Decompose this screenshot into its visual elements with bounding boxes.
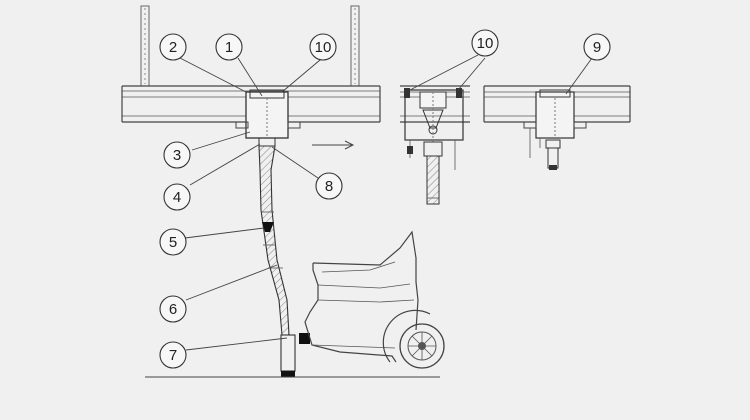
callout-label-7: 7 <box>169 347 177 364</box>
callout-label-3: 3 <box>173 147 181 164</box>
hose-middle <box>423 141 443 205</box>
callout-3: 3 <box>163 141 191 169</box>
callout-10-middle: 10 <box>471 29 499 57</box>
callout-6: 6 <box>159 295 187 323</box>
hose-left <box>258 145 290 336</box>
callout-label-2: 2 <box>169 39 177 56</box>
callout-label-5: 5 <box>169 234 177 251</box>
callout-1: 1 <box>215 33 243 61</box>
callout-label-10-middle: 10 <box>477 35 494 52</box>
callout-4: 4 <box>163 183 191 211</box>
callout-10-left: 10 <box>309 33 337 61</box>
trolley-left <box>235 89 301 147</box>
callout-label-4: 4 <box>173 189 181 206</box>
car-rear <box>304 230 445 369</box>
callout-label-8: 8 <box>325 178 333 195</box>
callout-label-9: 9 <box>593 39 601 56</box>
callout-2: 2 <box>159 33 187 61</box>
callout-7: 7 <box>159 341 187 369</box>
callout-label-6: 6 <box>169 301 177 318</box>
callout-9: 9 <box>583 33 611 61</box>
direction-arrow <box>312 140 355 150</box>
callout-label-10-left: 10 <box>315 39 332 56</box>
callout-label-1: 1 <box>225 39 233 56</box>
nozzle-left <box>280 333 310 377</box>
trolley-middle <box>404 88 464 170</box>
callout-5: 5 <box>159 228 187 256</box>
callout-8: 8 <box>315 172 343 200</box>
trolley-right <box>523 89 587 170</box>
callout-leaders <box>179 54 593 351</box>
